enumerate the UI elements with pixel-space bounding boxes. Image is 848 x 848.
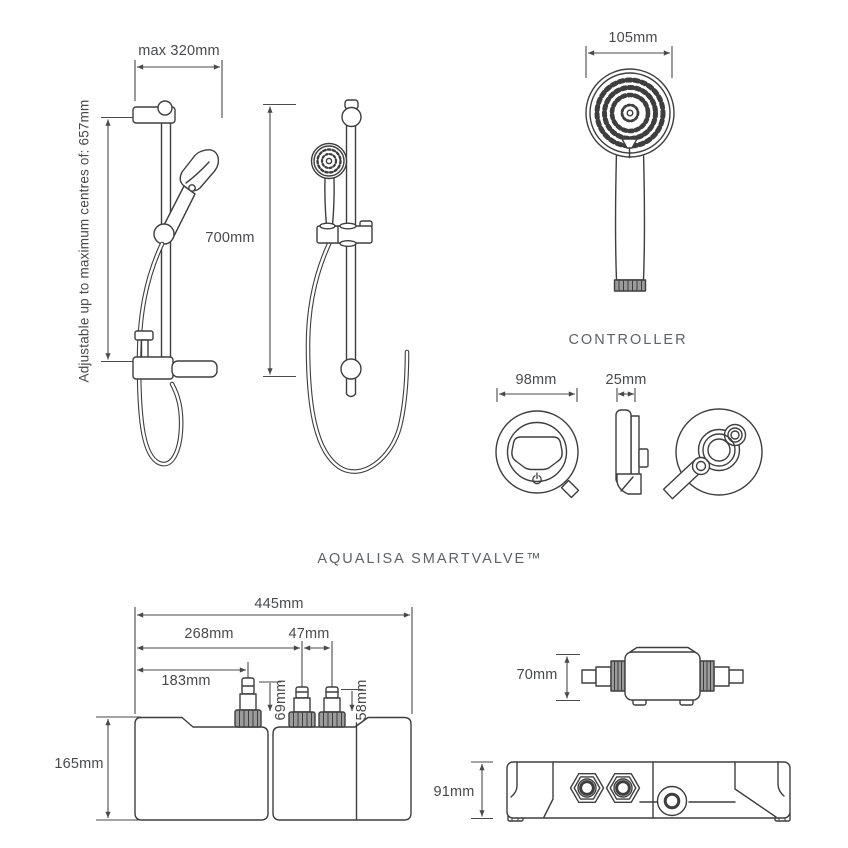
dim-label-controller-diameter: 98mm [515, 372, 557, 388]
valve-inlet-connector-right [318, 686, 346, 728]
dim-label-rail-max-width: max 320mm [138, 43, 220, 59]
dim-label-valve-inlet-spacing: 47mm [288, 626, 330, 642]
handset-front-view-drawing [585, 68, 675, 292]
dim-label-rail-adjustable: Adjustable up to maximum centres of: 657… [76, 99, 92, 383]
valve-plan-view-drawing [134, 677, 412, 821]
controller-back-view-drawing [662, 408, 763, 500]
dim-label-valve-depth: 165mm [54, 756, 104, 772]
valve-side-view-drawing [581, 646, 744, 706]
dim-label-handset-diameter: 105mm [608, 30, 658, 46]
dim-105-extensions [585, 46, 673, 78]
valve-hex-connector-right [605, 773, 641, 803]
dim-label-valve-outlet-stub-height: 69mm [273, 679, 289, 721]
dimension-lines [96, 46, 673, 821]
dim-label-valve-outlet-centre: 183mm [161, 673, 211, 689]
dim-25-ticks [616, 388, 636, 402]
dim-label-controller-depth: 25mm [605, 372, 647, 388]
dim-657-ticks [101, 116, 134, 363]
dim-label-valve-front-height: 91mm [433, 784, 475, 800]
controller-section-title: CONTROLLER [568, 332, 688, 348]
valve-front-view-drawing [506, 761, 791, 822]
dim-165-ticks [96, 716, 141, 821]
valve-round-connector [656, 785, 688, 817]
smartvalve-section-title: AQUALISA SMARTVALVE™ [317, 551, 543, 567]
power-icon [532, 472, 542, 485]
dim-320-extensions [134, 60, 223, 118]
dim-label-rail-height: 700mm [205, 230, 255, 246]
controller-front-view-drawing [495, 410, 580, 499]
valve-inlet-connector-left [288, 686, 316, 728]
rail-side-view-drawing [132, 100, 220, 467]
dim-98-ticks [496, 388, 578, 402]
dim-91-ticks [471, 761, 493, 820]
handset-hose-connector [613, 279, 647, 292]
dim-label-valve-width: 445mm [254, 596, 304, 612]
valve-outlet-connector [234, 677, 262, 728]
dim-label-valve-inlet-stub-height: 58mm [354, 679, 370, 721]
dim-700-ticks [263, 103, 296, 378]
dim-label-valve-inlet-centres: 268mm [184, 626, 234, 642]
valve-hex-connector-left [569, 773, 605, 803]
dim-label-valve-side-height: 70mm [516, 667, 558, 683]
dim-70-ticks [556, 653, 580, 702]
rail-front-view-drawing [305, 99, 410, 474]
controller-side-view-drawing [615, 409, 649, 495]
dim-445-extensions [134, 607, 413, 714]
